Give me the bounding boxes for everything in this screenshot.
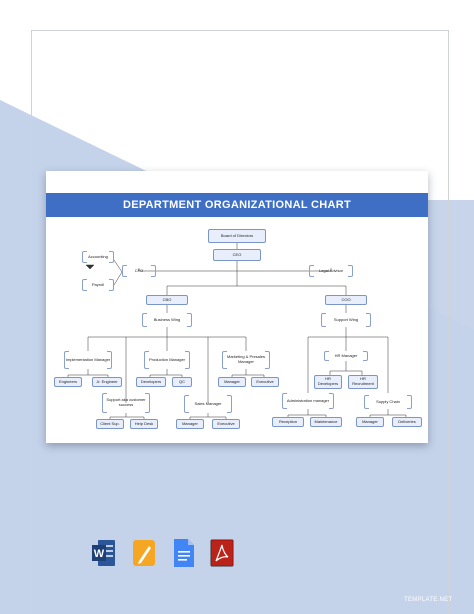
node-client-sup: Client Sup.: [96, 419, 124, 429]
pdf-icon[interactable]: [210, 537, 234, 569]
node-cfo: CFO: [122, 265, 156, 277]
node-marketing-executive: Executive: [251, 377, 279, 387]
node-accounting: Accounting: [82, 251, 114, 263]
node-deliveries: Deliveries: [392, 417, 422, 427]
node-marketing-presales-manager: Marketing & Presales Manager: [222, 351, 270, 369]
node-legal-advisor: Legal Advisor: [309, 265, 353, 277]
node-hr-recruitment: HR Recruitment: [348, 375, 378, 389]
node-ceo: CEO: [213, 249, 261, 261]
node-help-desk: Help Desk: [130, 419, 158, 429]
node-marketing-manager: Manager: [218, 377, 246, 387]
node-hr-manager: HR Manager: [324, 351, 368, 361]
node-production-manager: Production Manager: [144, 351, 190, 369]
node-coo: COO: [325, 295, 367, 305]
node-support-customer-success: Support aka customer success: [102, 393, 150, 413]
node-engineers: Engineers: [54, 377, 82, 387]
node-sales-manager-leaf: Manager: [176, 419, 204, 429]
node-payroll: Payroll: [82, 279, 114, 291]
node-jr-engineer: Jr. Engineer: [92, 377, 122, 387]
google-docs-icon[interactable]: [172, 537, 196, 569]
node-developers: Developers: [136, 377, 166, 387]
word-icon[interactable]: W: [92, 537, 116, 569]
node-cbo: CBO: [146, 295, 188, 305]
svg-text:W: W: [94, 548, 105, 560]
node-board-of-directors: Board of Directors: [208, 229, 266, 243]
node-sales-manager: Sales Manager: [184, 395, 232, 413]
brand-watermark: TEMPLATE.NET: [404, 597, 453, 603]
node-qc: QC: [172, 377, 192, 387]
node-reception: Reception: [272, 417, 304, 427]
connector-lines: [67, 243, 407, 419]
pages-icon[interactable]: [132, 537, 156, 569]
page-frame: [31, 30, 449, 614]
node-administration-manager: Administration manager: [282, 393, 334, 409]
node-sales-executive: Executive: [212, 419, 240, 429]
node-implementation-manager: Implementation Manager: [64, 351, 112, 369]
node-supply-chain: Supply Chain: [364, 395, 412, 409]
node-business-wing: Business Wing: [142, 313, 192, 327]
chart-title: DEPARTMENT ORGANIZATIONAL CHART: [46, 193, 428, 217]
node-supply-manager: Manager: [356, 417, 384, 427]
document-sheet: DEPARTMENT ORGANIZATIONAL CHART: [46, 171, 428, 443]
node-maintenance: Maintenance: [310, 417, 342, 427]
node-hr-developers: HR Developers: [314, 375, 342, 389]
node-support-wing: Support Wing: [321, 313, 371, 327]
